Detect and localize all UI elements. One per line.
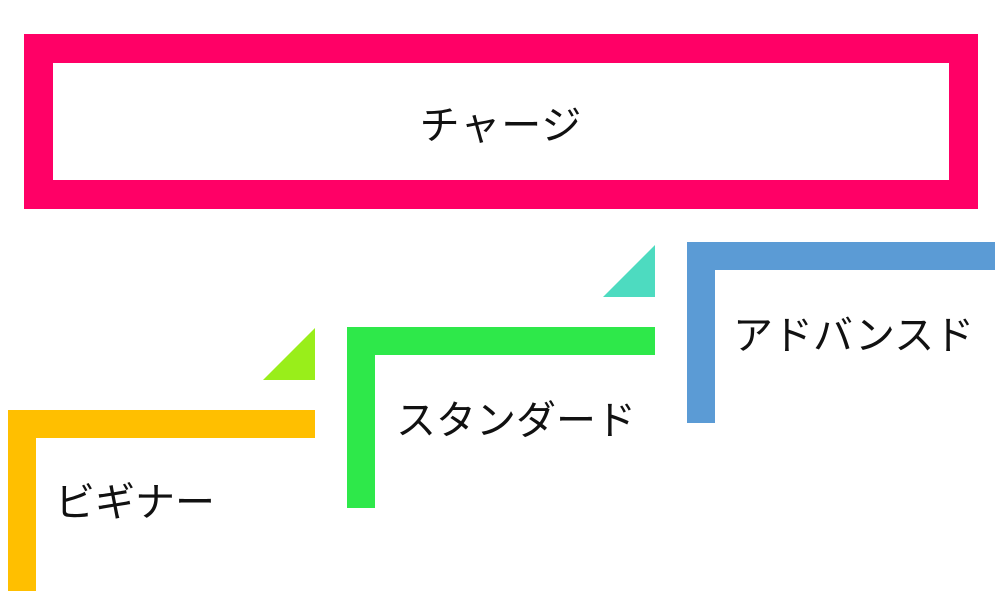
advanced-step-side-bar [687,242,715,423]
beginner-step-top-bar [8,410,315,438]
advanced-step-top-bar [687,242,995,270]
beginner-step-side-bar [8,410,36,591]
charge-label: チャージ [419,102,583,149]
standard-step-side-bar [347,327,375,508]
charge-box: チャージ [24,34,978,209]
beginner-corner-triangle [263,328,315,380]
standard-corner-triangle [603,245,655,297]
beginner-label: ビギナー [55,480,215,526]
standard-step-top-bar [347,327,655,355]
standard-label: スタンダード [396,398,636,444]
advanced-label: アドバンスド [733,313,975,359]
